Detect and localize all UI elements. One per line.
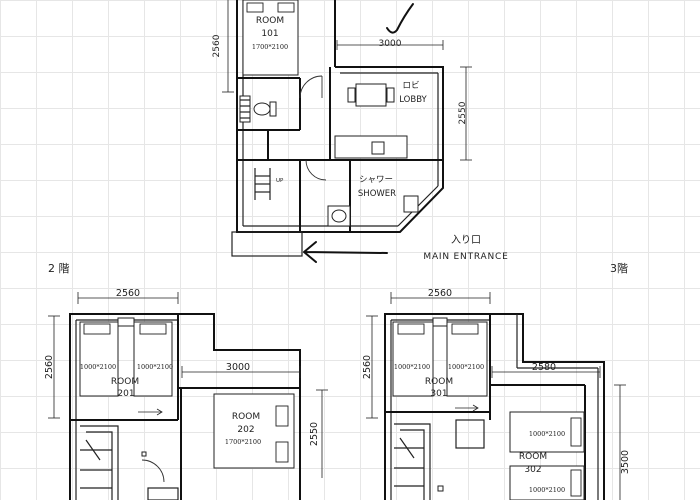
entrance-label-en: MAIN ENTRANCE [423, 252, 508, 262]
entrance-arrow-icon [303, 241, 388, 263]
lobby-width-dim: 3000 [379, 39, 402, 49]
floor-2-width-dim: 2560 [116, 288, 140, 299]
lobby-height-dim: 2550 [458, 101, 468, 124]
kitchen-counter [334, 135, 408, 159]
shelf [239, 95, 251, 123]
shower-label-ja: シャワー [359, 175, 393, 185]
room-202-number: 202 [237, 425, 254, 435]
room-202-width-dim: 3000 [226, 362, 250, 373]
room-101-bed [242, 0, 299, 76]
floor-2-height-dim: 2560 [44, 355, 55, 379]
room-302-bed-bottom-size: 1000*2100 [529, 486, 565, 494]
check-mark-icon [386, 3, 414, 34]
room-301-bed-left-size: 1000*2100 [394, 363, 430, 371]
floor-2-stairs [80, 425, 119, 500]
toilet-icon [253, 102, 271, 116]
room-302-bed-top-size: 1000*2100 [529, 430, 565, 438]
floor-2-plan [48, 292, 328, 500]
room-202-bed-size: 1700*2100 [225, 438, 261, 446]
room-101-name: ROOM [256, 16, 284, 26]
room-201-bed-left-size: 1000*2100 [80, 363, 116, 371]
room-101-bed-size: 1700*2100 [252, 43, 288, 51]
room-301-name: ROOM [425, 377, 453, 387]
room-201-number: 201 [117, 389, 134, 399]
room-302-height-dim: 3500 [620, 450, 631, 474]
room-202-height-dim: 2550 [309, 422, 320, 446]
entrance-label-ja: 入り口 [451, 234, 481, 246]
entrance-step [231, 231, 303, 257]
floor-2-label: 2 階 [48, 261, 70, 275]
room-301-bed-right-size: 1000*2100 [448, 363, 484, 371]
room-302-name: ROOM [519, 452, 547, 462]
room-201-name: ROOM [111, 377, 139, 387]
room-302-closet [455, 419, 485, 449]
floor-3-height-dim: 2560 [362, 355, 373, 379]
floor-3-plan [366, 292, 626, 500]
lobby-label-ja: ロビ [402, 81, 419, 91]
room-201-bed-right-size: 1000*2100 [137, 363, 173, 371]
floor-3-label: 3階 [610, 261, 628, 275]
lobby-table [355, 83, 387, 107]
floor-1-stairs [254, 168, 271, 200]
stairs-up-label: UP [276, 178, 284, 184]
floor-3-width-dim: 2560 [428, 288, 452, 299]
room-302-number: 302 [524, 465, 541, 475]
floor-3-stairs [394, 423, 431, 500]
shower-label-en: SHOWER [358, 189, 396, 199]
room-101-height-dim: 2560 [212, 34, 222, 57]
room-301-number: 301 [430, 389, 447, 399]
room-202-name: ROOM [232, 412, 260, 422]
room-302-width-dim: 2580 [532, 362, 556, 373]
floor-1-plan [222, 0, 472, 263]
room-101-number: 101 [261, 29, 278, 39]
lobby-label-en: LOBBY [399, 95, 427, 105]
